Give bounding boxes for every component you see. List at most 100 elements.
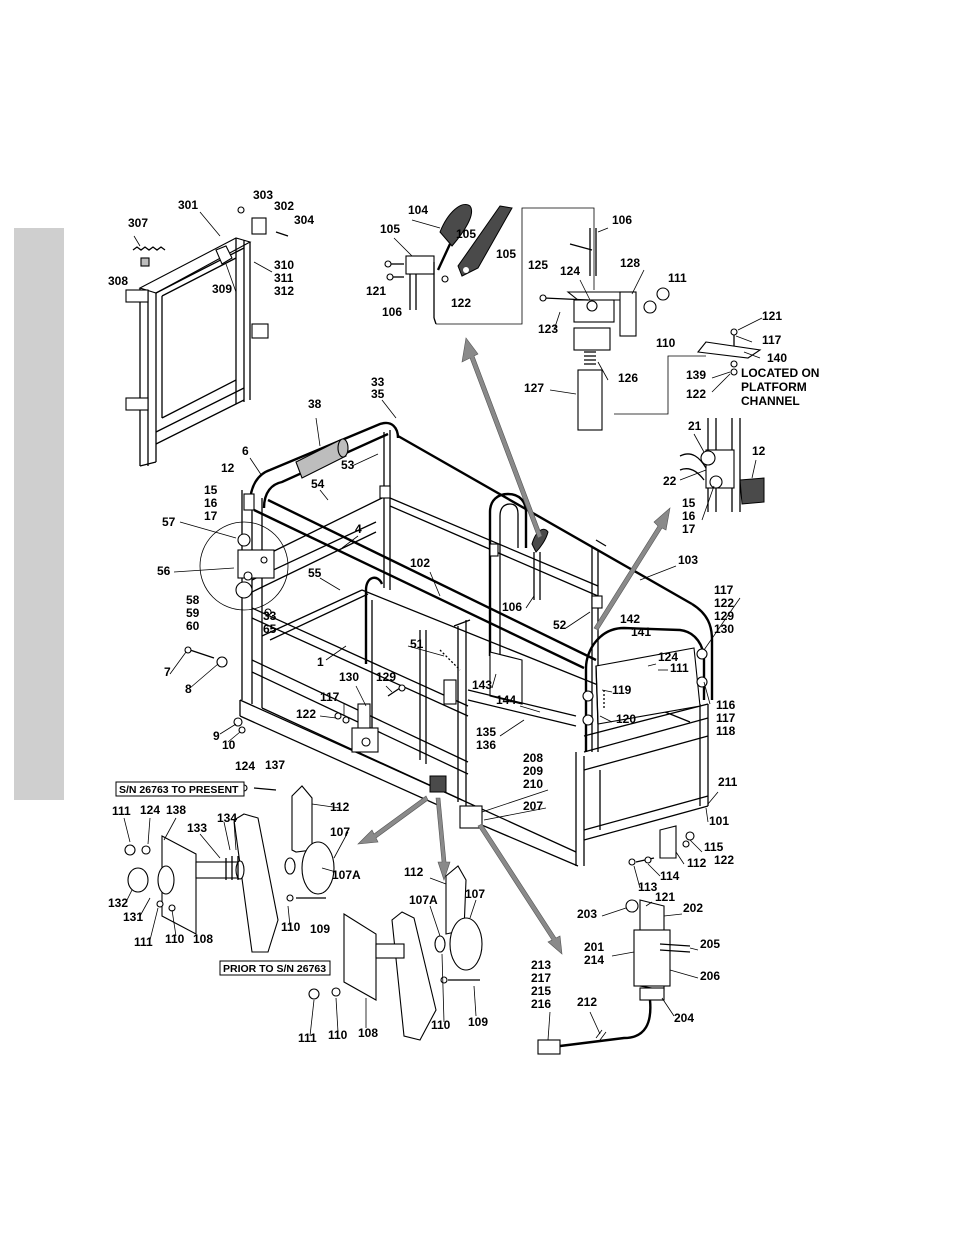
part-callout: 65 [263,622,277,636]
part-callout: 209 [523,764,543,778]
part-callout: 122 [686,387,706,401]
detail-arrows [357,337,671,955]
sn-present-label: S/N 26763 TO PRESENT [119,784,239,796]
part-callout: 54 [311,477,325,491]
part-callout: 140 [767,351,787,365]
rail-clamp-detail [679,418,765,512]
part-callout: 110 [281,920,301,934]
part-callout: 202 [683,901,703,915]
part-callout: 307 [128,216,148,230]
part-callout: 206 [700,969,720,983]
part-callout: 217 [531,971,551,985]
part-callout: 136 [476,738,496,752]
part-callout: 117 [762,333,782,347]
part-callout: 108 [358,1026,378,1040]
part-callout: 130 [339,670,359,684]
part-callout: 125 [528,258,548,272]
part-callout: 114 [660,869,680,883]
part-callout: 117 [716,711,736,725]
part-callout: 144 [496,693,516,707]
part-callout: 113 [638,880,658,894]
part-callout: 120 [616,712,636,726]
part-callout: 111 [298,1031,317,1045]
part-callout: 215 [531,984,551,998]
part-callout: 6 [242,444,249,458]
part-callout: 310 [274,258,294,272]
part-callout: 210 [523,777,543,791]
part-callout: 214 [584,953,604,967]
main-platform [184,421,714,867]
part-callout: 101 [709,814,729,828]
part-callout: 15 [682,496,696,510]
part-callout: 60 [186,619,200,633]
part-callout: 129 [714,609,734,623]
gate-assembly [125,206,289,467]
part-callout: 105 [380,222,400,236]
part-callout: 58 [186,593,200,607]
part-callout: 117 [714,583,734,597]
part-callout: 110 [165,932,185,946]
part-callout: 111 [670,661,689,675]
part-callout: 216 [531,997,551,1011]
part-callout: 124 [658,650,678,664]
part-callout: 12 [752,444,766,458]
part-callout: 109 [468,1015,488,1029]
part-callout: 142 [620,612,640,626]
part-callout: 57 [162,515,176,529]
part-callout: 7 [164,665,171,679]
part-callout: 121 [655,890,675,904]
part-callout: 110 [328,1028,348,1042]
part-callout: 106 [612,213,632,227]
part-callout: 105 [456,227,476,241]
part-callout: 203 [577,907,597,921]
part-callout: 105 [496,247,516,261]
part-callout: 134 [217,811,237,825]
part-callout: 38 [308,397,322,411]
part-callout: 127 [524,381,544,395]
note-line: PLATFORM [741,380,807,394]
part-callout: 201 [584,940,604,954]
part-callout: 124 [560,264,580,278]
part-callout: 15 [204,483,218,497]
part-callout: 121 [762,309,782,323]
part-callout: 110 [431,1018,451,1032]
sn-prior-box [219,960,331,976]
part-callout: 124 [235,759,255,773]
part-callout: 115 [704,840,724,854]
part-callout: 121 [366,284,386,298]
part-callout: 122 [714,596,734,610]
part-callout: 139 [686,368,706,382]
part-callout: 33 [371,375,385,389]
part-callout: 122 [714,853,734,867]
part-callout: 104 [408,203,428,217]
sn-present-box [115,781,245,797]
note-line: CHANNEL [741,394,800,408]
bracket-115 [628,825,695,866]
part-callout: 107A [409,893,438,907]
part-callout: 102 [410,556,430,570]
part-callout: 132 [108,896,128,910]
part-callout: 111 [134,935,153,949]
part-callout: 4 [355,522,362,536]
part-callout: 52 [553,618,567,632]
page-side-tab [14,228,64,800]
part-callout: 12 [221,461,235,475]
part-callout: 143 [472,678,492,692]
part-callout: 130 [714,622,734,636]
part-callout: 302 [274,199,294,213]
part-callout: 135 [476,725,496,739]
part-callout: 122 [451,296,471,310]
note-line: LOCATED ON [741,366,819,380]
part-callout: 107 [465,887,485,901]
part-callout: 133 [187,821,207,835]
part-callout: 33 [263,609,277,623]
part-callout: 109 [310,922,330,936]
part-callout: 17 [682,522,696,536]
part-callout: 123 [538,322,558,336]
part-callout: 106 [382,305,402,319]
part-callout: 124 [140,803,160,817]
part-callout: 111 [668,271,687,285]
